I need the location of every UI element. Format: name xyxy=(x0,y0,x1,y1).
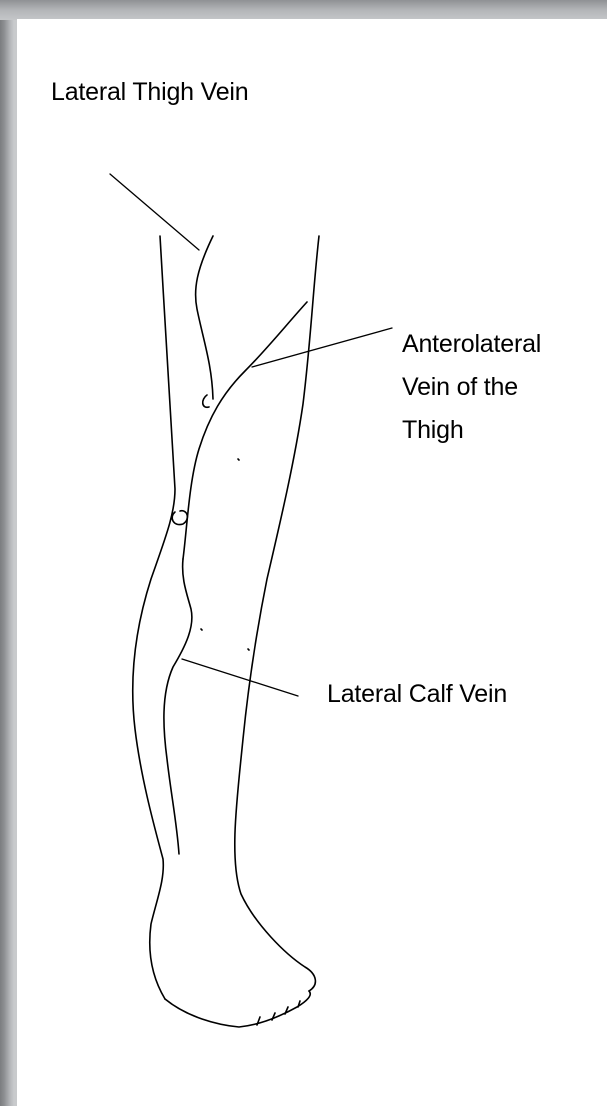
speck-3 xyxy=(248,649,249,650)
leader-lateral-calf-vein xyxy=(182,659,298,696)
label-anterolateral-line-2: Vein of the xyxy=(402,366,602,409)
leg-outline-back xyxy=(133,236,175,999)
label-anterolateral-vein: Anterolateral Vein of the Thigh xyxy=(402,323,602,452)
speck-2 xyxy=(201,629,202,630)
knee-loop-lower xyxy=(172,511,187,525)
diagram-canvas: Lateral Thigh Vein Anterolateral Vein of… xyxy=(17,19,607,1106)
label-anterolateral-line-3: Thigh xyxy=(402,409,602,452)
leg-outline-front xyxy=(235,236,319,991)
lateral-calf-vein xyxy=(164,559,192,854)
leader-lateral-thigh-vein xyxy=(110,174,199,250)
label-lateral-calf-vein: Lateral Calf Vein xyxy=(327,678,507,711)
speck-1 xyxy=(238,459,239,460)
knee-loop xyxy=(203,395,209,407)
anterolateral-vein xyxy=(183,302,307,559)
leader-anterolateral-vein xyxy=(252,328,392,367)
lateral-thigh-vein xyxy=(196,236,213,399)
slide-frame-top xyxy=(0,0,607,20)
leg-vein-drawing xyxy=(17,19,607,1106)
label-anterolateral-line-1: Anterolateral xyxy=(402,323,602,366)
label-lateral-thigh-vein: Lateral Thigh Vein xyxy=(51,76,248,109)
foot-sole xyxy=(165,991,310,1027)
